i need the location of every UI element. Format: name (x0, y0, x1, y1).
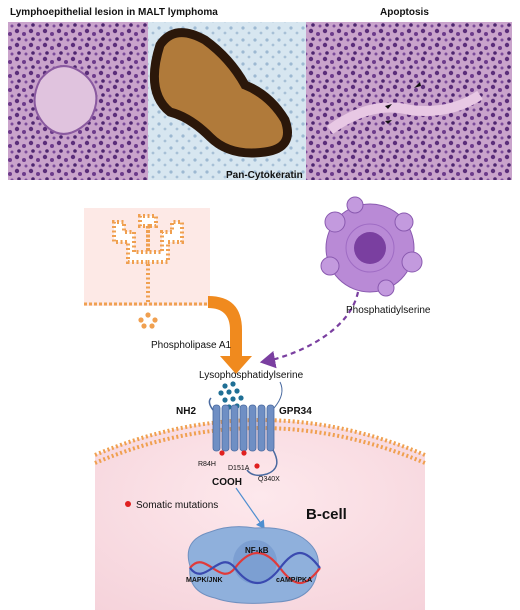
somatic-mutation-legend-dot (125, 501, 131, 507)
mutation-r84h-label: R84H (198, 461, 216, 468)
lysophosphatidylserine-label: Lysophosphatidylserine (199, 370, 304, 381)
epithelial-gland-shape (112, 214, 184, 302)
mutation-d151a-label: D151A (228, 465, 250, 472)
phosphatidylserine-dashed-arrow (259, 291, 360, 369)
mapk-jnk-label: MAPK/JNK (186, 577, 223, 584)
he-micrograph-right (306, 22, 512, 180)
somatic-mutation-legend: Somatic mutations (136, 500, 218, 511)
apoptosis-gland (327, 90, 483, 135)
receptor-n-terminus (208, 397, 214, 411)
b-cell-label: B-cell (306, 506, 347, 523)
mutation-q340x-label: Q340X (258, 476, 280, 483)
receptor-c-terminus (246, 449, 278, 477)
receptor-loop-arrow (273, 381, 283, 409)
released-phospholipids (138, 312, 158, 329)
camp-pka-label: cAMP/PKA (276, 577, 312, 584)
phospholipase-arrow (208, 296, 252, 374)
phospholipase-label: Phospholipase A1 (151, 340, 232, 351)
phosphatidylserine-label: Phosphatidylserine (346, 305, 431, 316)
cell-membrane-inner (94, 426, 426, 465)
lysophosphatidylserine-ligands (218, 381, 244, 410)
gpr34-receptor (212, 404, 275, 452)
middle-panel-caption: Pan-Cytokeratin (226, 170, 303, 181)
nh2-label: NH2 (176, 406, 196, 417)
cytokeratin-stained-gland (149, 28, 292, 158)
nucleus (187, 526, 319, 604)
dna-double-helix (189, 551, 321, 585)
apoptosis-arrows (385, 82, 421, 124)
gpr34-label: GPR34 (279, 406, 312, 417)
nfkb-label: NF-kB (245, 546, 269, 555)
lesion-gland-left (33, 65, 98, 135)
signaling-arrow (235, 487, 265, 529)
b-cell-body (95, 420, 425, 610)
left-panel-title: Lymphoepithelial lesion in MALT lymphoma (10, 7, 218, 18)
cooh-label: COOH (212, 477, 242, 488)
apoptotic-cell (320, 196, 423, 297)
right-panel-title: Apoptosis (380, 7, 429, 18)
cell-membrane-outer (94, 418, 426, 457)
somatic-mutation-dots (219, 450, 260, 469)
